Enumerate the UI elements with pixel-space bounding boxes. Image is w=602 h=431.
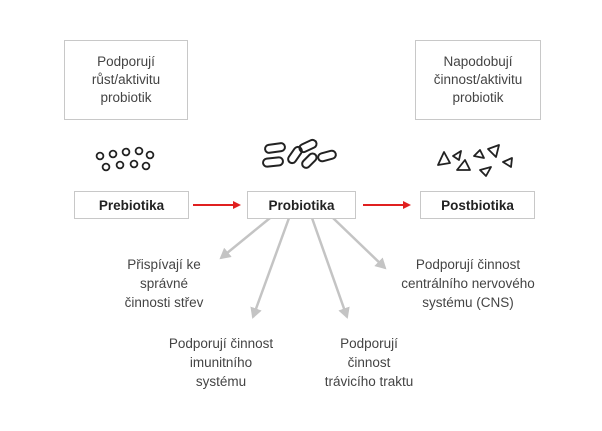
arrow-to-cns [332,217,387,270]
prebiotics-description: Podporují růst/aktivitu probiotik [91,54,161,105]
effect-gut: Přispívají ke správné činnosti střev [124,257,204,310]
probiotics-label: Probiotika [268,197,335,213]
effect-digestive: Podporují činnost trávicího traktu [324,336,414,389]
postbiotics-icon [437,144,513,177]
prebiotics-icon [95,146,155,172]
effect-cns: Podporují činnost centrálního nervového … [401,257,535,310]
arrow-to-gut [219,217,271,260]
prebiotics-description-box: Podporují růst/aktivitu probiotik [64,40,188,120]
postbiotics-description-box: Napodobují činnost/aktivitu probiotik [415,40,541,120]
prebiotics-box: Prebiotika [74,191,189,219]
prebiotics-label: Prebiotika [98,197,165,213]
postbiotics-description: Napodobují činnost/aktivitu probiotik [433,54,523,105]
postbiotics-label: Postbiotika [441,197,514,213]
arrow-to-immune [250,217,291,319]
postbiotics-box: Postbiotika [420,191,535,219]
probiotics-icon [262,138,337,169]
arrow-to-digestive [310,217,350,319]
probiotics-box: Probiotika [247,191,356,219]
effect-immune: Podporují činnost imunitního systému [168,336,274,389]
